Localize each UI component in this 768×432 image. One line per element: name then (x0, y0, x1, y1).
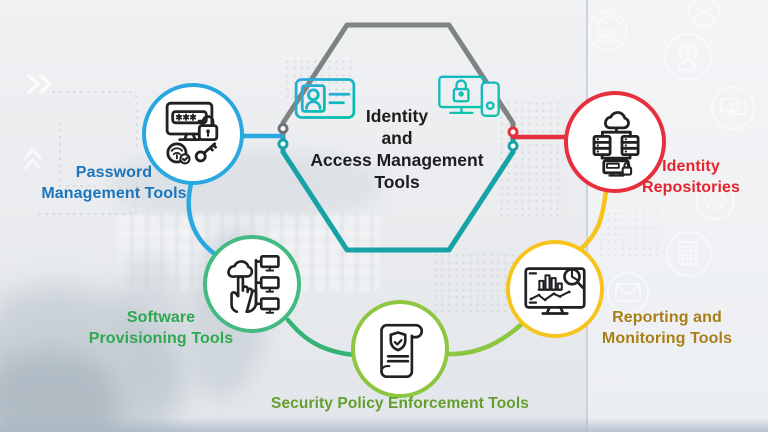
label-line: Monitoring Tools (601, 329, 733, 347)
label-line: Password (75, 164, 153, 181)
reporting-analytics-icon (524, 267, 586, 315)
security-node-label: Security Policy Enforcement Tools (248, 394, 552, 415)
software-node-label: Software Provisioning Tools (58, 308, 264, 349)
id-card-icon (294, 78, 356, 119)
security-policy-scroll-icon (380, 323, 424, 379)
password-node-label: Password Management Tools (8, 163, 220, 204)
identity-node-label: Identity Repositories (616, 157, 766, 198)
page-title: Identity and Access Management Tools (281, 105, 513, 193)
title-line-3: Access Management (310, 150, 484, 170)
photo-right-panel (587, 0, 768, 432)
title-line-1: Identity (365, 106, 429, 126)
label-line: Repositories (641, 178, 741, 196)
photo-edge-seam (586, 0, 588, 432)
reporting-node-circle (506, 240, 604, 338)
identity-repository-icon (592, 111, 640, 177)
software-node-circle (203, 235, 301, 333)
label-line: Identity (662, 158, 720, 175)
title-line-4: Tools (374, 172, 420, 192)
label-line: Security Policy Enforcement Tools (271, 395, 529, 412)
password-security-icon (165, 101, 219, 165)
password-node-circle (142, 83, 244, 185)
security-node-circle (351, 300, 449, 398)
label-line: Reporting and (612, 309, 722, 326)
reporting-node-label: Reporting and Monitoring Tools (577, 308, 757, 349)
software-provisioning-icon (227, 254, 280, 314)
title-line-2: and (381, 128, 413, 148)
identity-node-circle (564, 91, 666, 193)
double-chevron-right-icon (27, 74, 52, 94)
connector-security-reporting (443, 321, 525, 357)
label-line: Software (126, 309, 196, 326)
secure-devices-icon (438, 75, 500, 117)
connector-software-security (285, 317, 358, 358)
label-line: Management Tools (41, 184, 187, 202)
label-line: Provisioning Tools (88, 329, 234, 347)
photo-bottom-shadow (0, 417, 768, 432)
